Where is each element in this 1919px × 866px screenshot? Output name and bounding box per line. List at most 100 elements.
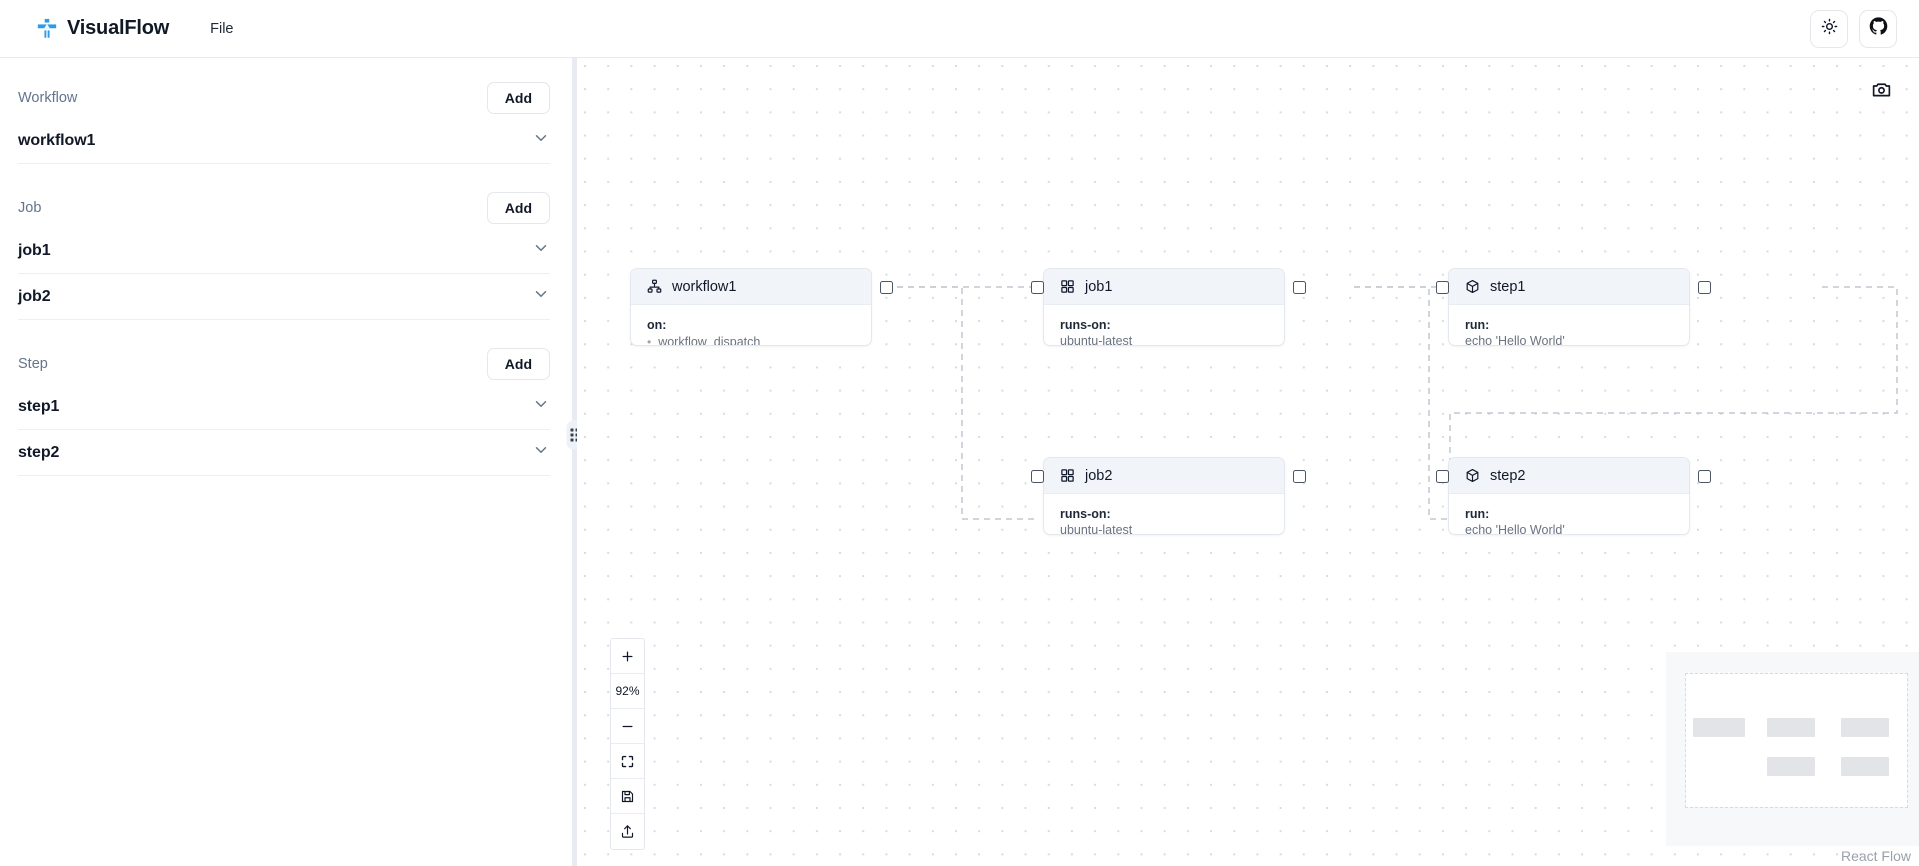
handle-job1-source[interactable] — [1293, 281, 1306, 294]
step-cube-icon — [1465, 279, 1480, 294]
handle-step1-target[interactable] — [1436, 281, 1449, 294]
spacer — [18, 168, 550, 190]
node-header: job2 — [1044, 458, 1284, 494]
sidebar-item-label: job1 — [18, 241, 51, 259]
app-body: Workflow Add workflow1 Job Add — [0, 58, 1919, 866]
github-icon — [1869, 16, 1888, 41]
node-job1[interactable]: job1 runs-on: ubuntu-latest — [1043, 268, 1285, 346]
add-workflow-button[interactable]: Add — [486, 82, 550, 114]
node-title: step1 — [1490, 278, 1526, 295]
node-field-list: workflow_dispatch — [647, 335, 855, 345]
menubar: File — [200, 15, 243, 43]
sidebar-item-job1[interactable]: job1 — [18, 228, 550, 274]
handle-job2-source[interactable] — [1293, 470, 1306, 483]
step-cube-icon — [1465, 468, 1480, 483]
add-job-button[interactable]: Add — [486, 192, 550, 224]
sun-icon — [1821, 18, 1838, 40]
chevron-down-icon[interactable] — [532, 441, 550, 464]
handle-job1-target[interactable] — [1031, 281, 1044, 294]
node-field-value: echo 'Hello World' — [1465, 523, 1565, 535]
minimap-node — [1767, 718, 1815, 737]
zoom-out-button[interactable] — [611, 709, 644, 744]
chevron-down-icon[interactable] — [532, 395, 550, 418]
react-flow-attribution[interactable]: React Flow — [1840, 848, 1911, 864]
node-workflow1[interactable]: workflow1 on: workflow_dispatch — [630, 268, 872, 346]
sidebar-section-job: Job Add job1 job2 — [18, 190, 550, 320]
node-field-key: on: — [647, 318, 667, 332]
handle-step1-source[interactable] — [1698, 281, 1711, 294]
fit-view-button[interactable] — [611, 744, 644, 779]
save-button[interactable] — [611, 779, 644, 814]
upload-export-icon — [620, 824, 635, 839]
chevron-down-icon[interactable] — [532, 239, 550, 262]
handle-job2-target[interactable] — [1031, 470, 1044, 483]
brand: VisualFlow — [36, 17, 169, 40]
handle-step2-source[interactable] — [1698, 470, 1711, 483]
minimap-node — [1841, 757, 1889, 776]
github-link-button[interactable] — [1859, 9, 1897, 48]
fit-view-icon — [620, 754, 635, 769]
export-button[interactable] — [611, 814, 644, 849]
sidebar-section-step: Step Add step1 step2 — [18, 346, 550, 476]
chevron-down-icon[interactable] — [532, 129, 550, 152]
node-step2[interactable]: step2 run: echo 'Hello World' — [1448, 457, 1690, 535]
screenshot-button[interactable] — [1867, 78, 1895, 106]
node-field-key: run: — [1465, 318, 1490, 332]
sidebar-item-step1[interactable]: step1 — [18, 384, 550, 430]
section-title-step: Step — [18, 356, 48, 372]
sidebar-item-job2[interactable]: job2 — [18, 274, 550, 320]
minus-icon — [620, 719, 635, 734]
minimap-node — [1841, 718, 1889, 737]
zoom-in-button[interactable] — [611, 639, 644, 674]
section-title-workflow: Workflow — [18, 90, 78, 106]
node-header: workflow1 — [631, 269, 871, 305]
app-header: VisualFlow File — [0, 0, 1919, 58]
plus-icon — [620, 649, 635, 664]
node-field-value: echo 'Hello World' — [1465, 334, 1565, 346]
node-step1[interactable]: step1 run: echo 'Hello World' — [1448, 268, 1690, 346]
sidebar-item-step2[interactable]: step2 — [18, 430, 550, 476]
brand-name: VisualFlow — [67, 17, 170, 39]
node-field-value: ubuntu-latest — [1060, 523, 1133, 535]
flow-canvas[interactable]: workflow1 on: workflow_dispatch — [577, 58, 1919, 866]
handle-step2-target[interactable] — [1436, 470, 1449, 483]
node-title: step2 — [1490, 467, 1526, 484]
list-item: workflow_dispatch — [647, 335, 855, 345]
handle-workflow1-source[interactable] — [880, 281, 893, 294]
node-body: runs-on: ubuntu-latest — [1044, 305, 1284, 346]
menu-file[interactable]: File — [210, 20, 234, 37]
minimap-viewport[interactable] — [1685, 673, 1908, 808]
node-header: step1 — [1449, 269, 1689, 305]
edge-workflow1-job2 — [886, 286, 1037, 520]
section-head-job: Job Add — [18, 190, 550, 226]
minimap[interactable] — [1666, 652, 1919, 846]
section-title-job: Job — [18, 200, 42, 216]
flow-controls: 92% — [610, 638, 645, 850]
theme-toggle-button[interactable] — [1810, 9, 1848, 48]
zoom-level-label: 92% — [611, 674, 644, 709]
node-field-key: runs-on: — [1060, 507, 1111, 521]
sidebar-item-workflow1[interactable]: workflow1 — [18, 118, 550, 164]
job-grid-icon — [1060, 279, 1075, 294]
chevron-down-icon[interactable] — [532, 285, 550, 308]
add-step-button[interactable]: Add — [486, 348, 550, 380]
workflow-hierarchy-icon — [647, 279, 662, 294]
sidebar-item-label: workflow1 — [18, 131, 96, 149]
node-body: on: workflow_dispatch — [631, 305, 871, 345]
visualflow-logo-icon — [36, 18, 58, 40]
node-job2[interactable]: job2 runs-on: ubuntu-latest — [1043, 457, 1285, 535]
node-field-value: ubuntu-latest — [1060, 334, 1133, 346]
section-head-step: Step Add — [18, 346, 550, 382]
sidebar-item-label: step1 — [18, 397, 60, 415]
spacer — [18, 324, 550, 346]
node-field-key: run: — [1465, 507, 1490, 521]
minimap-node — [1767, 757, 1815, 776]
header-actions — [1810, 9, 1897, 48]
job-grid-icon — [1060, 468, 1075, 483]
sidebar-section-workflow: Workflow Add workflow1 — [18, 80, 550, 164]
sidebar: Workflow Add workflow1 Job Add — [0, 58, 572, 866]
node-header: job1 — [1044, 269, 1284, 305]
node-field-key: runs-on: — [1060, 318, 1111, 332]
camera-icon — [1871, 79, 1892, 105]
